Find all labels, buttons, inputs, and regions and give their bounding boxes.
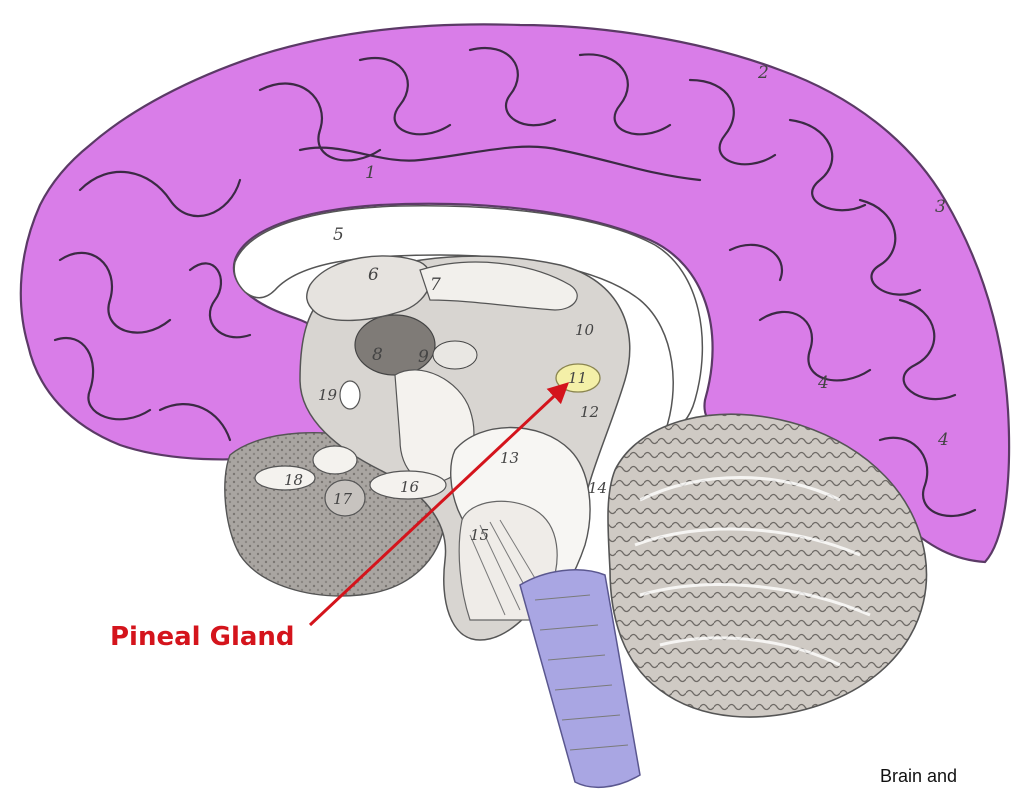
label-10: 10	[575, 321, 595, 339]
label-4b: 4	[937, 430, 949, 450]
label-15: 15	[470, 526, 489, 544]
pineal-gland-label: Pineal Gland	[110, 622, 295, 652]
label-9: 9	[418, 347, 429, 367]
label-18: 18	[284, 471, 303, 489]
label-2: 2	[757, 63, 769, 83]
label-14: 14	[588, 479, 607, 497]
label-17: 17	[333, 490, 353, 508]
label-8: 8	[372, 345, 383, 365]
label-19: 19	[318, 386, 338, 404]
label-6: 6	[368, 265, 379, 285]
label-5: 5	[333, 225, 344, 245]
label-16: 16	[400, 478, 420, 496]
caption-text: Brain and	[880, 766, 957, 787]
label-3: 3	[935, 197, 946, 217]
label-1: 1	[365, 163, 376, 183]
label-4a: 4	[817, 373, 829, 393]
label-11: 11	[568, 369, 587, 387]
label-7: 7	[430, 275, 441, 295]
label-13: 13	[500, 449, 519, 467]
label-12: 12	[580, 403, 599, 421]
